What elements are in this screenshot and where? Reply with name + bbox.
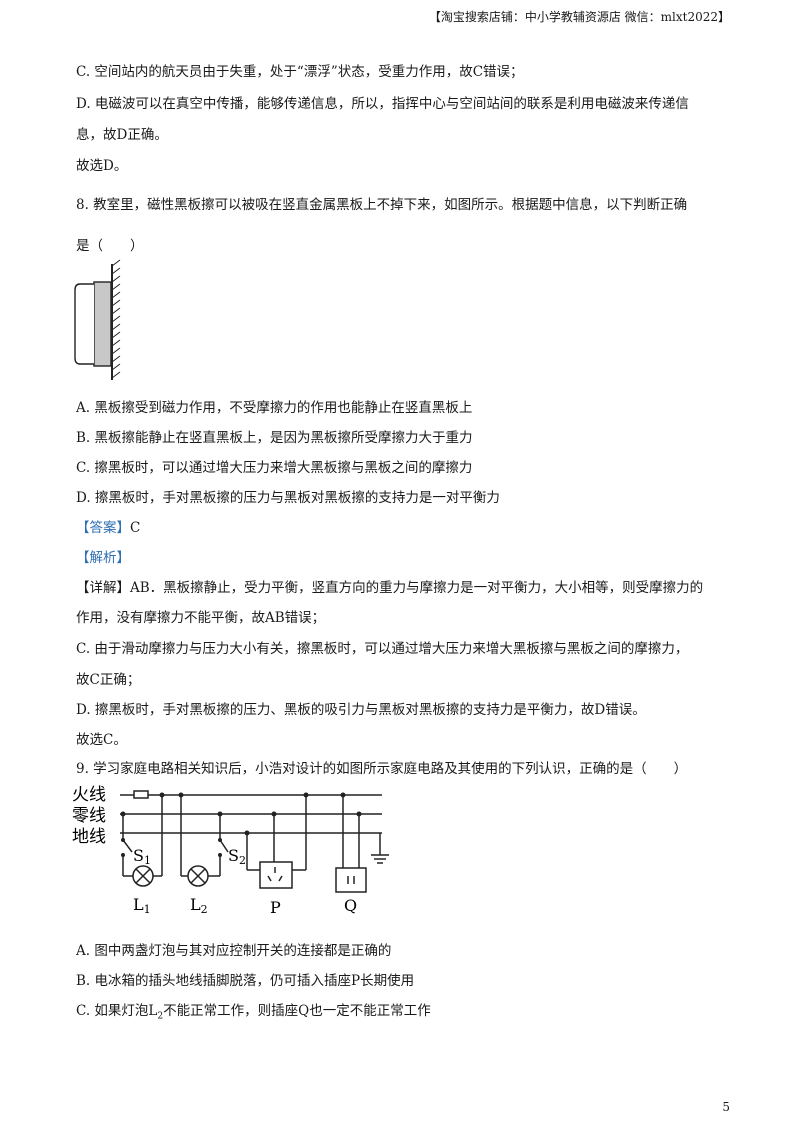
q8-detail-line5: D. 擦黑板时，手对黑板擦的压力、黑板的吸引力与黑板对黑板擦的支持力是平衡力，故…: [76, 702, 646, 718]
analysis-label: 【解析】: [76, 550, 130, 566]
q9-option-c: C. 如果灯泡L2不能正常工作，则插座Q也一定不能正常工作: [76, 1003, 431, 1022]
q8-option-d: D. 擦黑板时，手对黑板擦的压力与黑板对黑板擦的支持力是一对平衡力: [76, 490, 500, 506]
q7-option-d-analysis-line1: D. 电磁波可以在真空中传播，能够传递信息，所以，指挥中心与空间站间的联系是利用…: [76, 96, 689, 112]
switch-s1-label: S1: [133, 846, 151, 867]
answer-label: 【答案】: [76, 520, 130, 536]
q8-stem-line1: 8. 教室里，磁性黑板擦可以被吸在竖直金属黑板上不掉下来，如图所示。根据题中信息…: [76, 197, 688, 213]
q9-option-a: A. 图中两盏灯泡与其对应控制开关的连接都是正确的: [76, 943, 392, 959]
q8-answer: 【答案】C: [76, 519, 140, 537]
socket-p-label: P: [270, 898, 281, 917]
q9-stem: 9. 学习家庭电路相关知识后，小浩对设计的如图所示家庭电路及其使用的下列认识，正…: [76, 761, 688, 777]
ground-wire-label: 地线: [72, 827, 106, 847]
q8-choice: 故选C。: [76, 732, 127, 748]
lamp-l1-label: L1: [133, 895, 151, 916]
eraser-on-blackboard-figure: [74, 259, 121, 380]
lamp-l2-label: L2: [190, 895, 208, 916]
q8-option-b: B. 黑板擦能静止在竖直黑板上，是因为黑板擦所受摩擦力大于重力: [76, 430, 473, 446]
q7-option-d-analysis-line2: 息，故D正确。: [76, 127, 168, 143]
household-circuit-diagram: 火线 零线 地线: [72, 785, 389, 917]
q8-detail-line3: C. 由于滑动摩擦力与压力大小有关，擦黑板时，可以通过增大压力来增大黑板擦与黑板…: [76, 641, 689, 657]
live-wire-label: 火线: [72, 785, 106, 805]
socket-q-label: Q: [344, 896, 357, 915]
page-number: 5: [722, 1100, 730, 1114]
switch-s2-label: S2: [228, 846, 246, 867]
q8-detail-line1: 【详解】AB．黑板擦静止，受力平衡，竖直方向的重力与摩擦力是一对平衡力，大小相等…: [76, 580, 704, 596]
q8-option-c: C. 擦黑板时，可以通过增大压力来增大黑板擦与黑板之间的摩擦力: [76, 460, 473, 476]
q9-option-b: B. 电冰箱的插头地线插脚脱落，仍可插入插座P长期使用: [76, 973, 415, 989]
q8-detail-line4: 故C正确；: [76, 672, 141, 688]
neutral-wire-label: 零线: [72, 806, 106, 826]
q7-option-c-analysis: C. 空间站内的航天员由于失重，处于“漂浮”状态，受重力作用，故C错误；: [76, 64, 524, 80]
q8-stem-line2: 是（ ）: [76, 238, 144, 254]
answer-value: C: [130, 520, 141, 536]
q7-choice: 故选D。: [76, 158, 128, 174]
q8-detail-line2: 作用，没有摩擦力不能平衡，故AB错误；: [76, 610, 326, 626]
shop-header: 【淘宝搜索店铺：中小学教辅资源店 微信：mlxt2022】: [428, 10, 730, 24]
q8-option-a: A. 黑板擦受到磁力作用，不受摩擦力的作用也能静止在竖直黑板上: [76, 400, 473, 416]
